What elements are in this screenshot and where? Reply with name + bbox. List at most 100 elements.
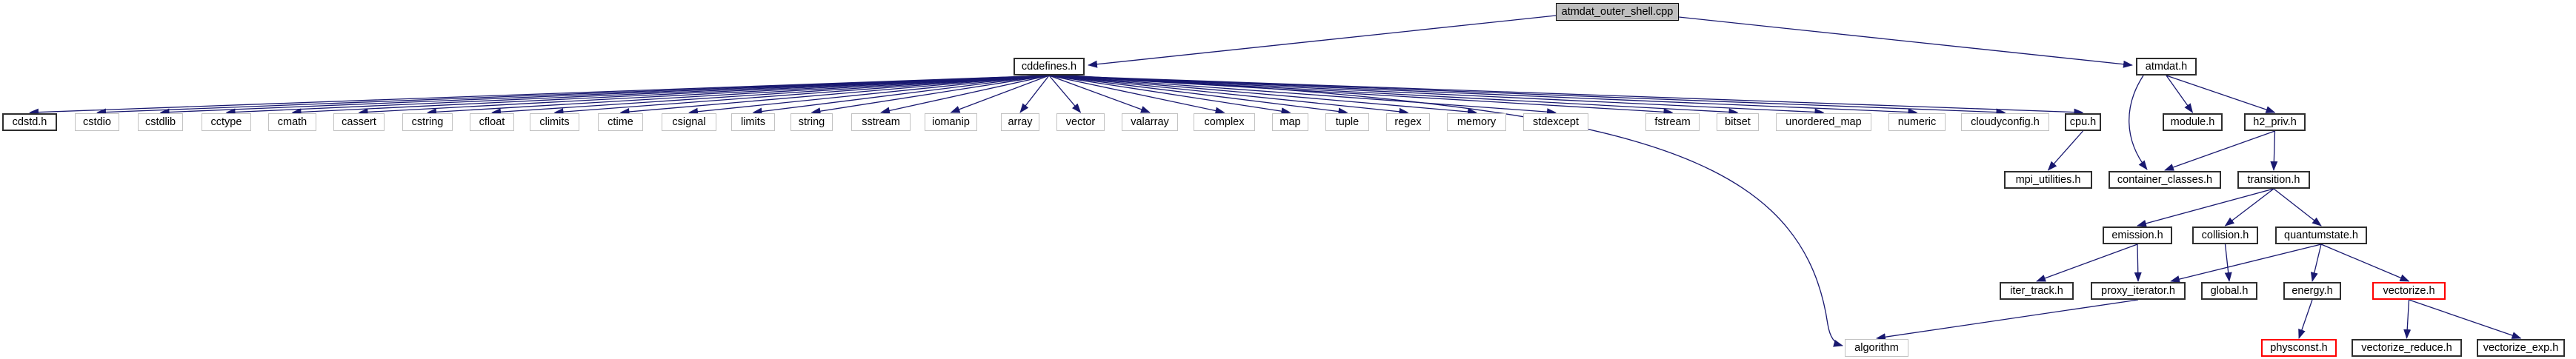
edge-h2_priv-to-transition [2270,130,2278,171]
graph-node-memory: memory [1447,113,1506,131]
edge-collision-to-global [2224,244,2232,282]
graph-node-bitset: bitset [1717,113,1759,131]
edge-atmdat-to-module [2166,75,2194,113]
edge-emission-to-proxy_iterator [2134,244,2142,282]
graph-node-tuple: tuple [1325,113,1369,131]
graph-node-cctype: cctype [202,113,251,131]
graph-node-stdexcept: stdexcept [1523,113,1588,131]
edge-cddefines-to-string [811,75,1050,115]
edge-cddefines-to-limits [752,75,1050,115]
edge-cddefines-to-memory [1048,75,1477,115]
graph-node-vectorize[interactable]: vectorize.h [2372,282,2446,300]
graph-node-cassert: cassert [333,113,385,131]
graph-node-csignal: csignal [662,113,716,131]
graph-node-cmath: cmath [268,113,316,131]
edge-cddefines-to-cstring [427,75,1050,116]
graph-node-cfloat: cfloat [470,113,514,131]
edge-atmdat-to-h2_priv [2166,75,2276,113]
edge-vectorize-to-vectorize_reduce [2403,299,2412,339]
edge-quantumstate-to-energy [2310,244,2322,282]
graph-node-cpu[interactable]: cpu.h [2065,113,2101,131]
graph-node-numeric: numeric [1888,113,1946,131]
edge-cddefines-to-cmath [291,75,1050,116]
graph-node-array: array [1001,113,1039,131]
edge-cpu-to-mpi_utilities [2047,130,2083,171]
graph-node-valarray: valarray [1122,113,1178,131]
graph-node-global[interactable]: global.h [2201,282,2257,300]
graph-node-root: atmdat_outer_shell.cpp [1556,3,1679,21]
graph-node-mpi_utilities[interactable]: mpi_utilities.h [2004,171,2092,189]
graph-node-module[interactable]: module.h [2163,113,2223,131]
graph-node-cstdlib: cstdlib [138,113,183,131]
edge-cddefines-to-climits [553,75,1050,116]
graph-node-climits: climits [530,113,579,131]
edge-cddefines-to-algorithm [1055,74,1843,347]
edge-cddefines-to-tuple [1048,75,1348,115]
edge-cddefines-to-vector [1048,75,1082,113]
graph-node-sstream: sstream [851,113,911,131]
edge-atmdat-to-container_classes [2129,75,2148,170]
graph-node-algorithm: algorithm [1845,339,1908,357]
edge-quantumstate-to-proxy_iterator [2170,244,2322,283]
edge-cddefines-to-ctime [619,75,1050,115]
graph-node-cddefines[interactable]: cddefines.h [1014,58,1085,76]
graph-node-physconst[interactable]: physconst.h [2261,339,2337,357]
graph-node-map: map [1272,113,1308,131]
graph-node-ctime: ctime [598,113,643,131]
edge-cddefines-to-cpu [1048,75,2084,116]
edge-cddefines-to-regex [1048,75,1409,115]
graph-node-iomanip: iomanip [925,113,977,131]
graph-node-fstream: fstream [1645,113,1700,131]
edge-cddefines-to-numeric [1048,75,1918,116]
graph-node-limits: limits [731,113,775,131]
edge-root-to-cddefines [1088,15,1557,68]
graph-node-cstdio: cstdio [75,113,119,131]
graph-node-complex: complex [1194,113,1255,131]
graph-node-vector: vector [1056,113,1105,131]
graph-node-cstring: cstring [402,113,453,131]
edge-proxy_iterator-to-algorithm [1876,299,2139,341]
graph-node-energy[interactable]: energy.h [2283,282,2341,300]
graph-node-vectorize_exp[interactable]: vectorize_exp.h [2477,339,2565,357]
graph-node-container_classes[interactable]: container_classes.h [2109,171,2221,189]
graph-node-regex: regex [1386,113,1430,131]
edge-quantumstate-to-vectorize [2320,244,2410,282]
edge-cddefines-to-map [1048,75,1291,115]
edge-cddefines-to-fstream [1048,75,1674,116]
edge-cddefines-to-cctype [225,75,1050,116]
graph-node-proxy_iterator[interactable]: proxy_iterator.h [2091,282,2186,300]
graph-node-iter_track[interactable]: iter_track.h [2000,282,2074,300]
edge-root-to-atmdat [1678,16,2133,68]
graph-node-cloudyconfig: cloudyconfig.h [1961,113,2049,131]
graph-node-cdstd[interactable]: cdstd.h [2,113,57,131]
graph-node-vectorize_reduce[interactable]: vectorize_reduce.h [2352,339,2462,357]
edge-cddefines-to-cfloat [491,75,1050,116]
edge-cddefines-to-bitset [1048,75,1739,116]
edge-cddefines-to-valarray [1048,75,1151,113]
graph-node-emission[interactable]: emission.h [2103,227,2172,244]
graph-node-string: string [791,113,833,131]
graph-node-unordered_map: unordered_map [1776,113,1871,131]
edge-vectorize-to-vectorize_exp [2409,299,2522,339]
edge-cddefines-to-cstdlib [159,75,1050,116]
edge-cddefines-to-csignal [688,75,1050,115]
edge-transition-to-collision [2224,188,2274,227]
edge-transition-to-quantumstate [2273,188,2322,227]
edge-cddefines-to-cassert [358,75,1050,116]
graph-node-h2_priv[interactable]: h2_priv.h [2244,113,2306,131]
edge-cddefines-to-stdexcept [1048,75,1557,116]
edge-transition-to-emission [2137,188,2274,227]
graph-node-atmdat[interactable]: atmdat.h [2136,58,2197,76]
edge-energy-to-physconst [2298,299,2313,339]
edge-h2_priv-to-container_classes [2164,130,2275,171]
graph-node-quantumstate[interactable]: quantumstate.h [2275,227,2367,244]
graph-node-transition[interactable]: transition.h [2237,171,2310,189]
edge-cddefines-to-complex [1048,75,1225,115]
edge-emission-to-iter_track [2036,244,2138,282]
edge-cddefines-to-unordered_map [1048,75,1825,116]
edge-cddefines-to-array [1019,75,1050,113]
edge-cddefines-to-iomanip [950,75,1050,113]
graph-node-collision[interactable]: collision.h [2192,227,2258,244]
